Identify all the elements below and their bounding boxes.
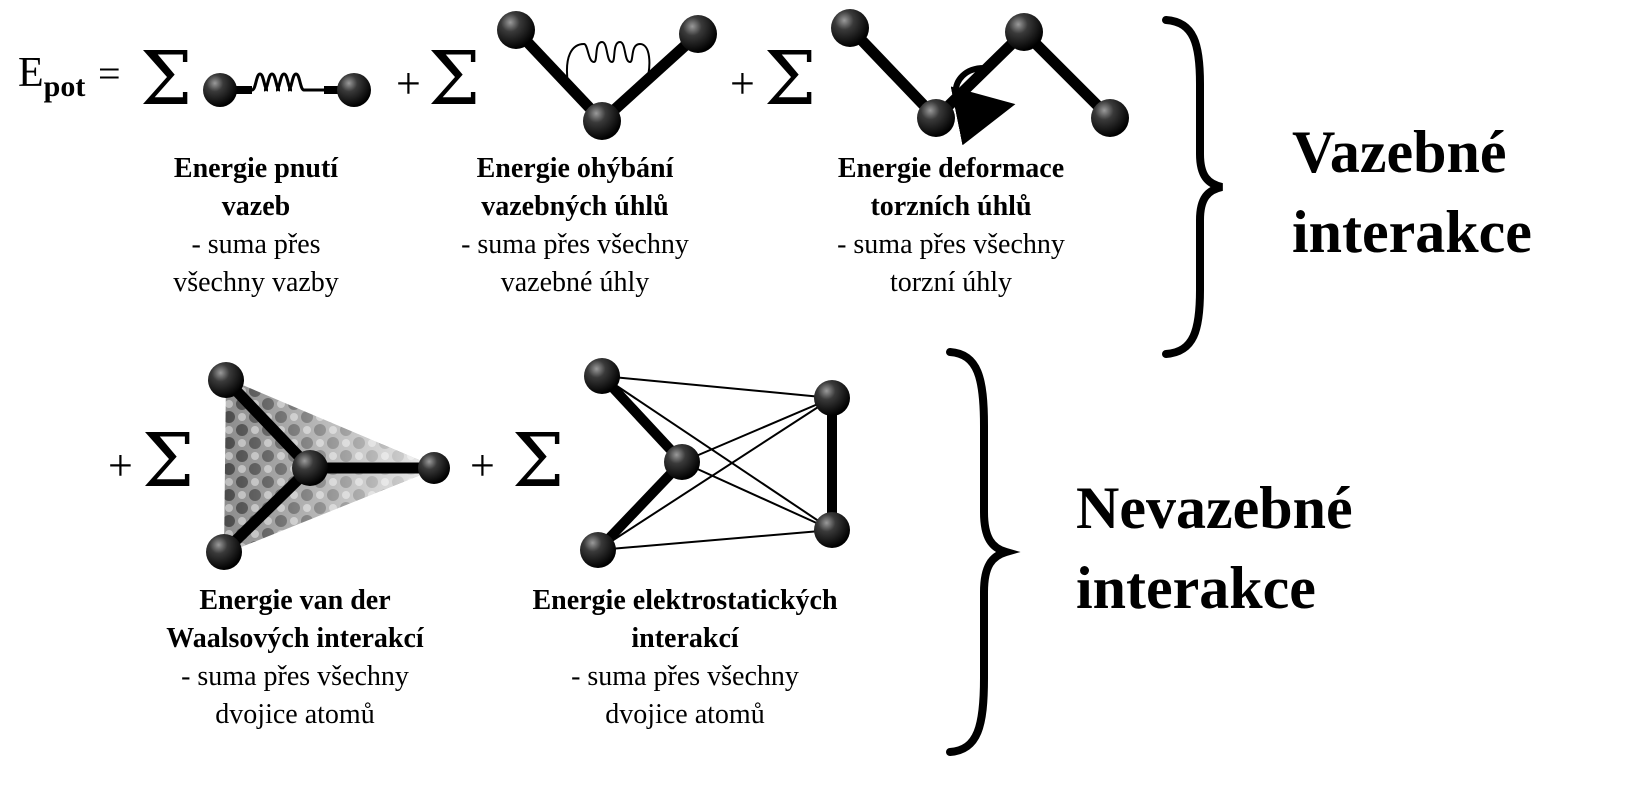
van-der-waals-diagram <box>206 362 450 570</box>
bonded-label-line1: Vazebné <box>1292 119 1507 185</box>
nonbonded-label-line1: Nevazebné <box>1076 475 1353 541</box>
caption-bond-stretch: Energie pnutí vazeb - suma přes všechny … <box>128 150 384 302</box>
caption-title-line2: Waalsových interakcí <box>166 623 424 654</box>
caption-desc-line2: vazebné úhly <box>500 267 650 298</box>
caption-desc-line1: - suma přes všechny <box>837 229 1065 260</box>
caption-title-line2: interakcí <box>631 623 739 654</box>
nonbonded-interactions-label: Nevazebné interakce <box>1076 468 1353 628</box>
caption-title-line1: Energie deformace <box>837 153 1065 184</box>
caption-desc-line1: - suma přes všechny <box>571 661 799 692</box>
caption-title-line2: torzních úhlů <box>870 191 1032 222</box>
bonded-label-line2: interakce <box>1292 199 1532 265</box>
sum-symbol-5: Σ <box>512 418 565 504</box>
sum-symbol-2: Σ <box>428 36 481 122</box>
electrostatic-diagram <box>580 358 850 568</box>
nonbonded-label-line2: interakce <box>1076 555 1316 621</box>
caption-title-line2: vazebných úhlů <box>481 191 669 222</box>
torsion-diagram <box>831 9 1129 146</box>
caption-title-line1: Energie ohýbání <box>476 153 674 184</box>
caption-title-line1: Energie elektrostatických <box>532 585 838 616</box>
sum-symbol-1: Σ <box>140 36 193 122</box>
nonbonded-brace <box>946 348 1021 756</box>
caption-angle-bend: Energie ohýbání vazebných úhlů - suma př… <box>420 150 730 302</box>
sum-symbol-3: Σ <box>764 36 817 122</box>
caption-desc-line1: - suma přes všechny <box>181 661 409 692</box>
caption-title-line1: Energie pnutí <box>173 153 339 184</box>
caption-title-line2: vazeb <box>221 191 291 222</box>
plus-sign-5: + <box>470 441 495 490</box>
bonded-brace <box>1162 16 1224 358</box>
caption-desc-line2: všechny vazby <box>173 267 339 298</box>
sum-symbol-4: Σ <box>142 418 195 504</box>
caption-title-line1: Energie van der <box>199 585 391 616</box>
energy-letter: E <box>18 50 44 96</box>
bonded-interactions-label: Vazebné interakce <box>1292 112 1532 272</box>
angle-bend-diagram <box>497 11 717 140</box>
plus-sign-4: + <box>108 441 133 490</box>
caption-electrostatic: Energie elektrostatických interakcí - su… <box>490 582 880 734</box>
plus-sign-2: + <box>396 59 421 108</box>
caption-desc-line2: dvojice atomů <box>215 699 375 730</box>
caption-desc-line1: - suma přes <box>191 229 321 260</box>
caption-desc-line2: torzní úhly <box>889 267 1013 298</box>
bond-stretch-diagram <box>203 72 371 107</box>
energy-symbol: Epot <box>18 50 85 102</box>
caption-van-der-waals: Energie van der Waalsových interakcí - s… <box>130 582 460 734</box>
energy-subscript: pot <box>43 70 86 103</box>
caption-torsion: Energie deformace torzních úhlů - suma p… <box>796 150 1106 302</box>
equals-sign: = <box>98 51 121 96</box>
plus-sign-3: + <box>730 59 755 108</box>
caption-desc-line1: - suma přes všechny <box>461 229 689 260</box>
caption-desc-line2: dvojice atomů <box>605 699 765 730</box>
